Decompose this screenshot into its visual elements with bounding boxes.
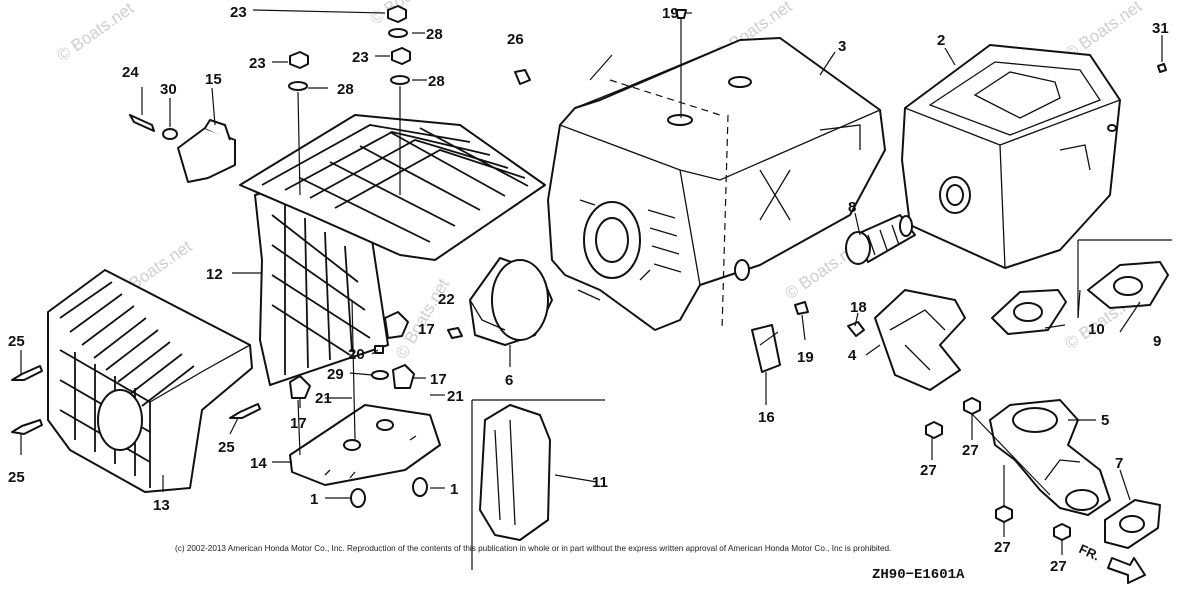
part-16-clip bbox=[751, 324, 781, 373]
callout-3: 3 bbox=[838, 38, 846, 55]
callout-13: 13 bbox=[153, 497, 170, 514]
callout-9: 9 bbox=[1153, 333, 1161, 350]
part-12-top-plate bbox=[239, 114, 546, 261]
callout-25: 25 bbox=[8, 469, 25, 486]
part-23-28-nut-washer-stack bbox=[288, 5, 411, 196]
callout-10: 10 bbox=[1088, 321, 1105, 338]
front-label: FR. bbox=[1077, 541, 1102, 563]
callout-26: 26 bbox=[507, 31, 524, 48]
part-13-lower-shroud bbox=[47, 269, 253, 493]
callout-23: 23 bbox=[249, 55, 266, 72]
part-8-spark-arrester bbox=[845, 214, 916, 265]
callout-23: 23 bbox=[230, 4, 247, 21]
callout-28: 28 bbox=[428, 73, 445, 90]
callout-19: 19 bbox=[797, 349, 814, 366]
callout-17: 17 bbox=[430, 371, 447, 388]
callout-21: 21 bbox=[315, 390, 332, 407]
callout-11: 11 bbox=[592, 474, 608, 491]
callout-25: 25 bbox=[218, 439, 235, 456]
callout-6: 6 bbox=[505, 372, 513, 389]
part-5-exhaust-pipe bbox=[989, 399, 1111, 516]
callout-22: 22 bbox=[438, 291, 455, 308]
callout-24: 24 bbox=[122, 64, 139, 81]
callout-27: 27 bbox=[962, 442, 979, 459]
part-27-nuts bbox=[925, 397, 1071, 541]
part-misc-bolts bbox=[374, 9, 1167, 354]
callout-2: 2 bbox=[937, 32, 945, 49]
callout-14: 14 bbox=[250, 455, 267, 472]
callout-numbers: 23 28 23 23 28 28 24 30 15 12 25 25 25 1… bbox=[8, 4, 1169, 575]
part-4-exhaust-joint bbox=[847, 289, 966, 391]
callout-30: 30 bbox=[160, 81, 177, 98]
watermark-text: © Boats.net bbox=[366, 0, 450, 28]
callout-28: 28 bbox=[337, 81, 354, 98]
callout-12: 12 bbox=[206, 266, 223, 283]
callout-29: 29 bbox=[327, 366, 344, 383]
callout-16: 16 bbox=[758, 409, 775, 426]
part-3-cover bbox=[547, 37, 886, 331]
callout-25: 25 bbox=[8, 333, 25, 350]
callout-4: 4 bbox=[848, 347, 857, 364]
callout-1: 1 bbox=[310, 491, 318, 508]
part-25-bolts bbox=[11, 365, 261, 435]
callout-27: 27 bbox=[1050, 558, 1067, 575]
callout-8: 8 bbox=[848, 199, 856, 216]
callout-31: 31 bbox=[1152, 20, 1169, 37]
callout-15: 15 bbox=[205, 71, 222, 88]
copyright-notice: (c) 2002-2013 American Honda Motor Co., … bbox=[175, 544, 891, 553]
callout-23: 23 bbox=[352, 49, 369, 66]
callout-5: 5 bbox=[1101, 412, 1109, 429]
callout-7: 7 bbox=[1115, 455, 1123, 472]
part-9-10-gaskets bbox=[991, 239, 1172, 335]
front-direction-arrow: FR. bbox=[1077, 541, 1146, 584]
callout-1: 1 bbox=[450, 481, 458, 498]
callout-27: 27 bbox=[994, 539, 1011, 556]
callout-21: 21 bbox=[447, 388, 464, 405]
part-15-bracket bbox=[129, 114, 236, 183]
part-11-heat-cover bbox=[471, 399, 605, 570]
part-6-boot bbox=[469, 257, 553, 346]
callout-27: 27 bbox=[920, 462, 937, 479]
callout-17: 17 bbox=[290, 415, 307, 432]
callout-18: 18 bbox=[850, 299, 867, 316]
part-7-gasket bbox=[1104, 499, 1161, 549]
diagram-code: ZH90−E1601A bbox=[872, 567, 965, 583]
callout-28: 28 bbox=[426, 26, 443, 43]
watermark-text: © Boats.net bbox=[53, 0, 137, 65]
callout-20: 20 bbox=[348, 346, 365, 363]
part-2-muffler bbox=[901, 44, 1121, 269]
leader-lines bbox=[20, 9, 1163, 555]
callout-19: 19 bbox=[662, 5, 679, 22]
part-14-base-plate bbox=[289, 299, 441, 508]
callout-17: 17 bbox=[418, 321, 435, 338]
